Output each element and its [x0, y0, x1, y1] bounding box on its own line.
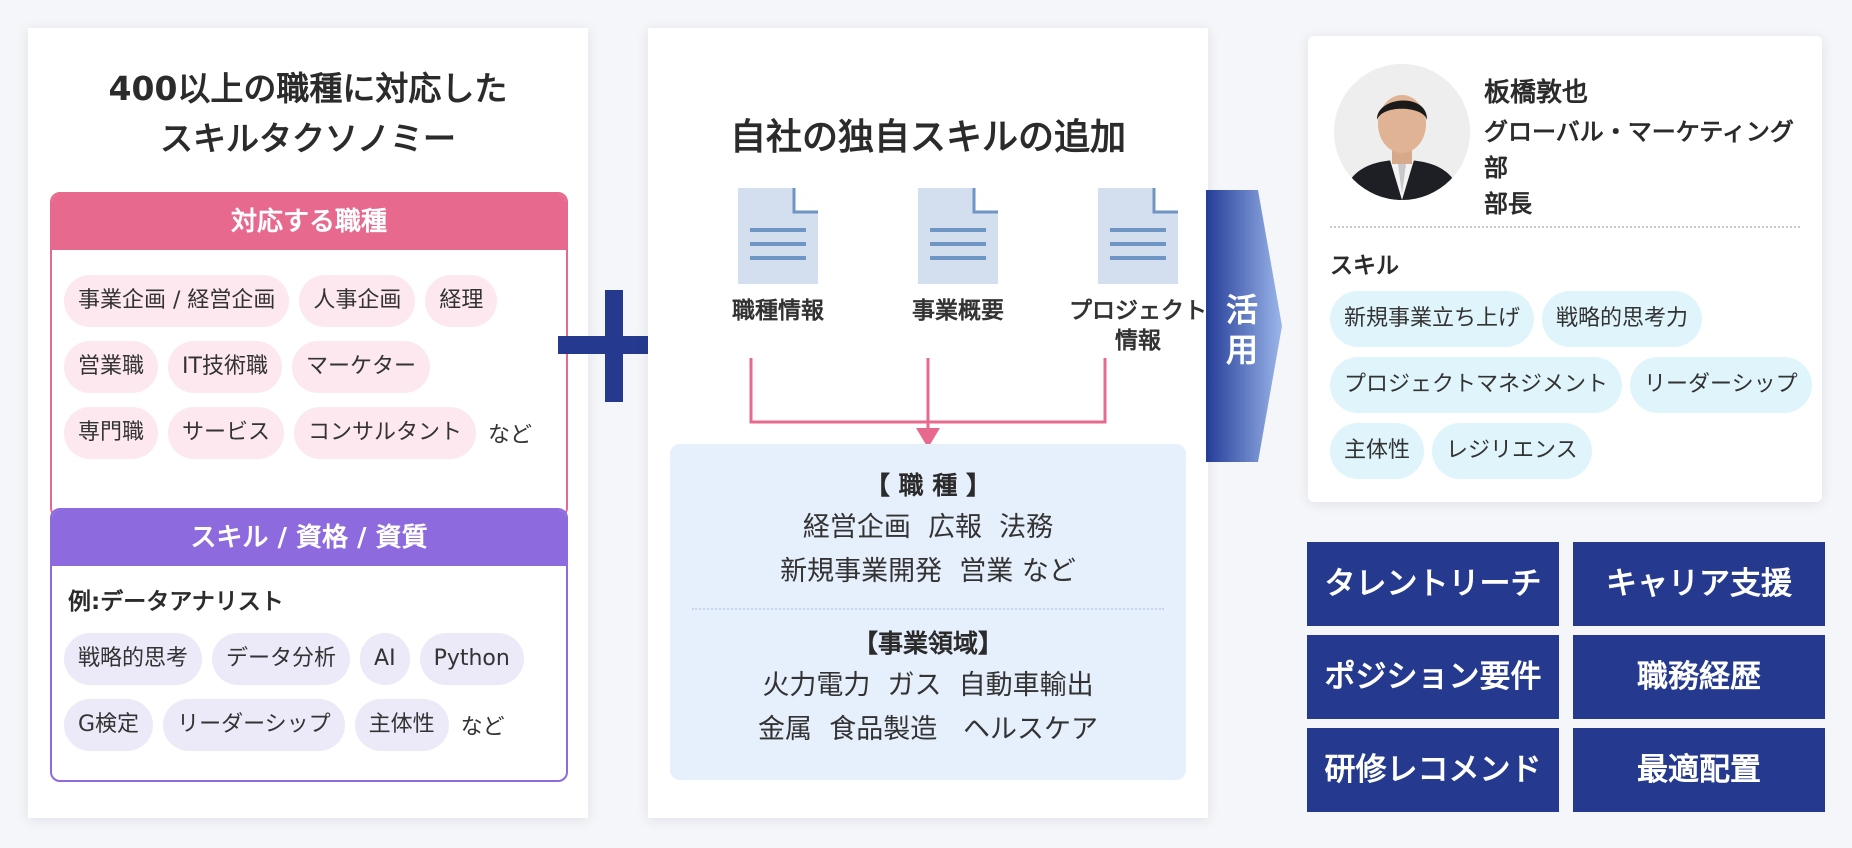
profile-skill-chip: レジリエンス	[1432, 423, 1592, 479]
document-label: 職種情報	[732, 298, 824, 324]
skills-box: スキル / 資格 / 資質 例:データアナリスト 戦略的思考 データ分析 AI …	[50, 508, 568, 782]
job-chip-row: 専門職 サービス コンサルタント など	[64, 400, 558, 466]
skills-label: スキル	[1330, 253, 1399, 279]
profile-skill-chip: 主体性	[1330, 423, 1425, 479]
feature-work-history: 職務経歴	[1573, 635, 1825, 719]
profile-skill-chip: プロジェクトマネジメント	[1330, 357, 1623, 413]
divider	[1330, 226, 1800, 228]
feature-career-support: キャリア支援	[1573, 542, 1825, 626]
divider	[692, 608, 1164, 610]
skill-chip: データ分析	[212, 633, 351, 685]
job-chip: 営業職	[64, 341, 159, 393]
custom-info-box: 【 職 種 】 経営企画 広報 法務 新規事業開発 営業 など 【事業領域】 火…	[670, 444, 1186, 780]
jobs-line: 新規事業開発 営業 など	[780, 556, 1076, 587]
profile-skill-row: 新規事業立ち上げ 戦略的思考力	[1330, 286, 1810, 352]
jobs-heading: 【 職 種 】	[864, 471, 992, 500]
document-icon	[1098, 188, 1178, 284]
feature-position-requirements: ポジション要件	[1307, 635, 1559, 719]
etc-label: など	[460, 715, 505, 740]
document-label: プロジェクト 情報	[1069, 298, 1207, 354]
job-chip: 経理	[425, 275, 498, 327]
avatar	[1334, 64, 1470, 200]
profile-card: 板橋敦也 グローバル・マーケティング部 部長 スキル 新規事業立ち上げ 戦略的思…	[1308, 36, 1822, 502]
custom-skills-title: 自社の独自スキルの追加	[729, 117, 1126, 158]
utilize-label: 活 用	[1225, 291, 1258, 369]
taxonomy-title: 400以上の職種に対応した スキルタクソノミー	[108, 69, 508, 158]
person-title: グローバル・マーケティング部 部長	[1484, 118, 1794, 218]
taxonomy-card: 400以上の職種に対応した スキルタクソノミー 対応する職種 事業企画 / 経営…	[28, 28, 588, 818]
skill-chip: 主体性	[354, 699, 449, 751]
document-icon	[918, 188, 998, 284]
merge-arrow-icon	[749, 358, 1107, 448]
skill-chip: 戦略的思考	[64, 633, 203, 685]
job-chip: IT技術職	[168, 341, 282, 393]
job-chip-row: 営業職 IT技術職 マーケター	[64, 334, 558, 400]
skill-chip: AI	[360, 633, 410, 685]
business-domain-heading: 【事業領域】	[852, 629, 1003, 658]
skill-chip: G検定	[64, 699, 154, 751]
domain-line: 火力電力 ガス 自動車輸出	[762, 670, 1094, 701]
custom-skills-card: 自社の独自スキルの追加 職種情報 事業概要	[648, 28, 1208, 818]
skill-chip-row: 戦略的思考 データ分析 AI Python	[64, 626, 558, 692]
document-label: 事業概要	[912, 298, 1004, 324]
job-chip: コンサルタント	[294, 407, 477, 459]
profile-skill-chip: リーダーシップ	[1630, 357, 1812, 413]
job-chip-row: 事業企画 / 経営企画 人事企画 経理	[64, 268, 558, 334]
feature-talent-reach: タレントリーチ	[1307, 542, 1559, 626]
skill-chip-row: G検定 リーダーシップ 主体性 など	[64, 692, 558, 758]
job-chip-list: 事業企画 / 経営企画 人事企画 経理 営業職 IT技術職 マーケター 専門職 …	[64, 268, 558, 466]
profile-skill-row: 主体性 レジリエンス	[1330, 418, 1810, 484]
profile-skill-chip: 新規事業立ち上げ	[1330, 291, 1535, 347]
person-photo	[1334, 64, 1470, 200]
document-project-info: プロジェクト 情報	[1068, 188, 1208, 356]
jobs-line: 経営企画 広報 法務	[802, 512, 1054, 543]
profile-skill-chip: 戦略的思考力	[1542, 291, 1703, 347]
job-chip: 事業企画 / 経営企画	[64, 275, 290, 327]
utilize-arrow-icon	[1206, 190, 1282, 462]
job-chip: 人事企画	[299, 275, 416, 327]
profile-skill-row: プロジェクトマネジメント リーダーシップ	[1330, 352, 1812, 418]
person-name: 板橋敦也	[1484, 78, 1589, 108]
skill-chip-list: 戦略的思考 データ分析 AI Python G検定 リーダーシップ 主体性 など	[64, 626, 558, 758]
domain-line: 金属 食品製造 ヘルスケア	[758, 714, 1098, 745]
plus-icon	[558, 290, 670, 402]
document-job-info: 職種情報	[708, 188, 848, 326]
etc-label: など	[488, 423, 533, 448]
document-business-overview: 事業概要	[888, 188, 1028, 326]
skills-header: スキル / 資格 / 資質	[52, 510, 566, 566]
example-label: 例:データアナリスト	[68, 589, 284, 615]
supported-jobs-header: 対応する職種	[52, 194, 566, 250]
job-chip: サービス	[168, 407, 285, 459]
feature-optimal-placement: 最適配置	[1573, 728, 1825, 812]
feature-training-recommend: 研修レコメンド	[1307, 728, 1559, 812]
skill-chip: Python	[419, 633, 524, 685]
job-chip: 専門職	[64, 407, 159, 459]
supported-jobs-box: 対応する職種 事業企画 / 経営企画 人事企画 経理 営業職 IT技術職 マーケ…	[50, 192, 568, 518]
document-icon	[738, 188, 818, 284]
profile-skill-list: 新規事業立ち上げ 戦略的思考力 プロジェクトマネジメント リーダーシップ 主体性…	[1330, 286, 1812, 484]
job-chip: マーケター	[291, 341, 430, 393]
skill-chip: リーダーシップ	[163, 699, 345, 751]
